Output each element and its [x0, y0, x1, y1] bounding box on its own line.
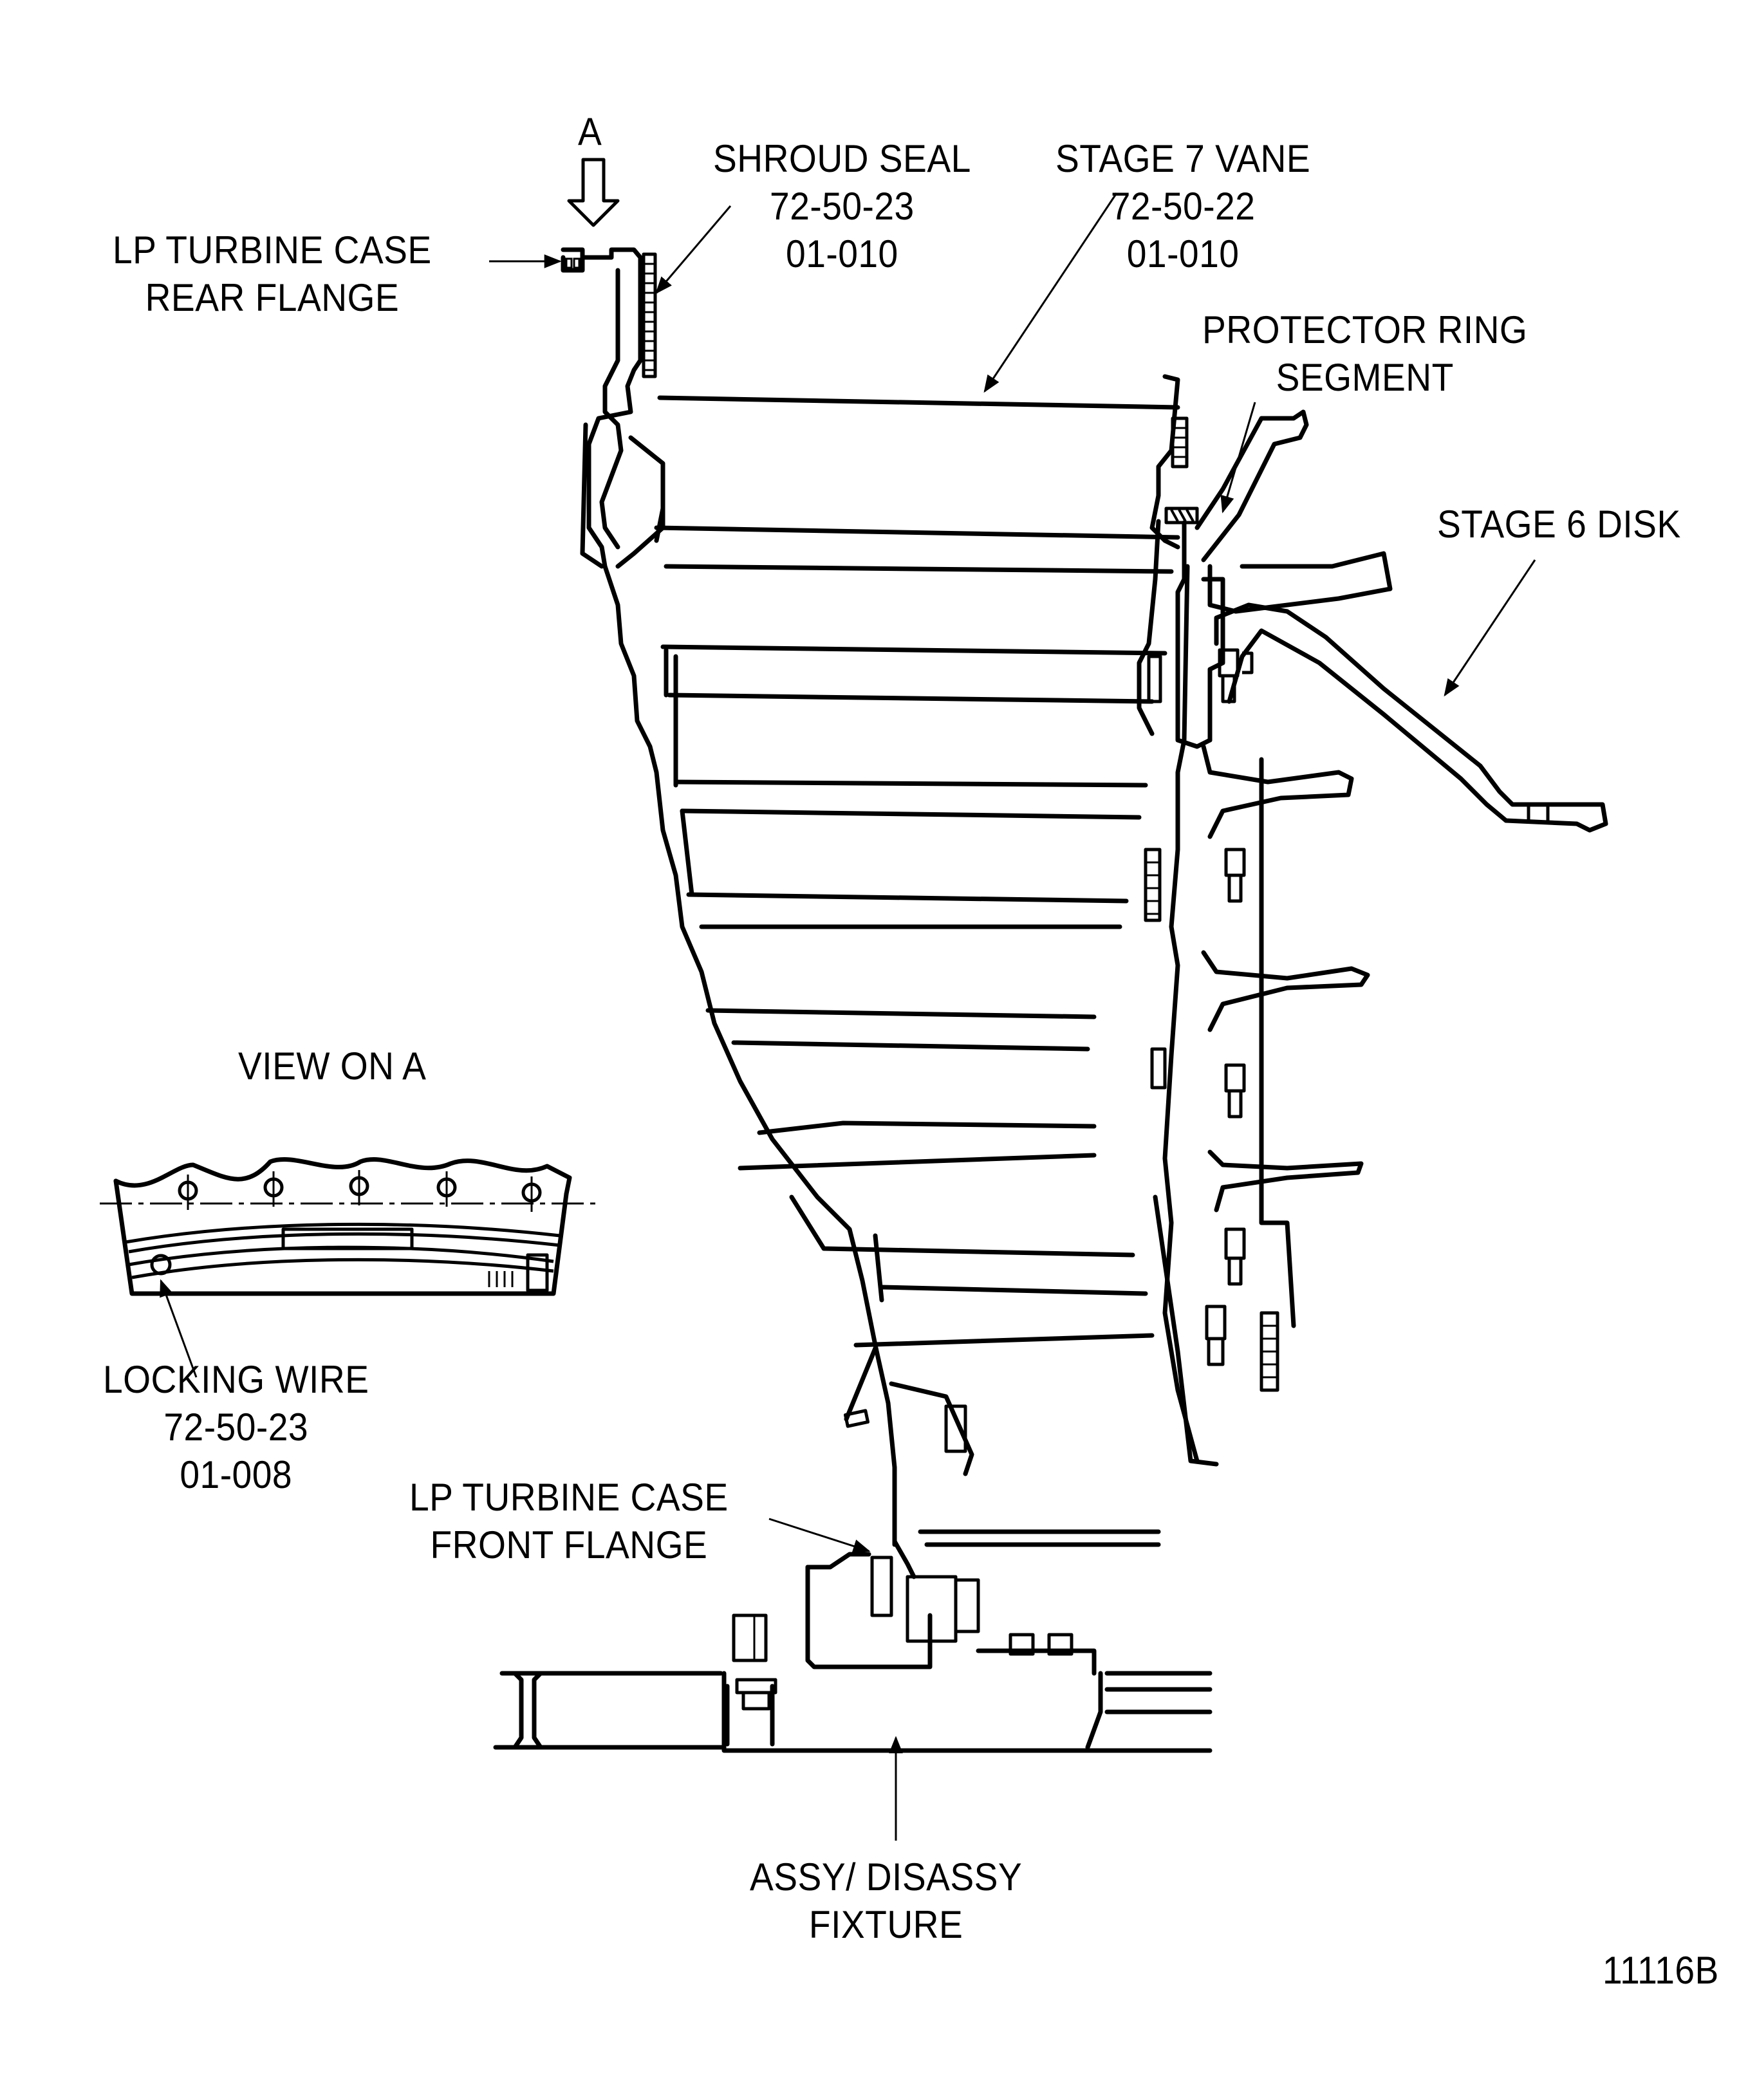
- protector-ring-label: PROTECTOR RING SEGMENT: [1202, 306, 1527, 402]
- view-on-a-detail: [100, 1157, 599, 1296]
- view-marker-a: A: [578, 110, 602, 153]
- bolt-hole-icons: [178, 1170, 542, 1212]
- bolt-2: [1224, 848, 1246, 903]
- bolt-4: [1224, 1227, 1246, 1286]
- stage7-vane-leader: [983, 192, 1118, 393]
- stage6-disk-leader: [1444, 559, 1536, 697]
- view-on-a-title: VIEW ON A: [238, 1045, 427, 1088]
- stage7-vane-label: STAGE 7 VANE 72-50-22 01-010: [1055, 135, 1310, 278]
- stage6-disk-label: STAGE 6 DISK: [1437, 503, 1681, 546]
- locking-wire-loop: [150, 1254, 172, 1276]
- protector-ring-line1: PROTECTOR RING: [1202, 308, 1528, 351]
- locking-wire-ref2: 01-008: [180, 1453, 293, 1496]
- shroud-seal-ref2: 01-010: [786, 232, 898, 275]
- rear-flange-label: LP TURBINE CASE REAR FLANGE: [113, 227, 432, 322]
- rear-flange-label-line2: REAR FLANGE: [145, 276, 400, 319]
- stage7-vane-ref1: 72-50-22: [1110, 185, 1256, 228]
- fixture-line2: FIXTURE: [808, 1903, 963, 1946]
- locking-wire-leader: [160, 1279, 198, 1378]
- locking-wire-label: LOCKING WIRE 72-50-23 01-008: [103, 1356, 369, 1499]
- shroud-seal-label: SHROUD SEAL 72-50-23 01-010: [713, 135, 971, 278]
- stage7-vane-name: STAGE 7 VANE: [1055, 137, 1311, 180]
- rear-flange-label-line1: LP TURBINE CASE: [113, 228, 432, 272]
- fixture-line1: ASSY/ DISASSY: [750, 1855, 1023, 1899]
- protector-ring-segment: [1164, 506, 1199, 525]
- shroud-seal-ref1: 72-50-23: [770, 185, 915, 228]
- flange-bolt: [870, 1556, 893, 1617]
- vane-airfoils: [654, 395, 1180, 1348]
- protector-ring-line2: SEGMENT: [1276, 356, 1454, 399]
- rotor-and-inner-platforms: [1137, 374, 1608, 1467]
- shroud-seal-name: SHROUD SEAL: [713, 137, 971, 180]
- stage7-vane-ref2: 01-010: [1126, 232, 1240, 275]
- front-flange-line2: FRONT FLANGE: [430, 1523, 708, 1566]
- locking-wire-ref1: 72-50-23: [163, 1406, 309, 1449]
- view-a-arrow-icon: [567, 158, 620, 227]
- front-flange-label: LP TURBINE CASE FRONT FLANGE: [409, 1474, 729, 1569]
- shroud-seal-honeycomb: [642, 252, 657, 378]
- shroud-seal-leader: [655, 205, 732, 295]
- locking-wire-name: LOCKING WIRE: [103, 1358, 369, 1401]
- bolt-5: [1205, 1305, 1227, 1366]
- fixture-label: ASSY/ DISASSY FIXTURE: [750, 1854, 1022, 1949]
- figure-id: 11116B: [1603, 1949, 1719, 1992]
- front-flange-and-fixture: [493, 1346, 1213, 1753]
- front-flange-leader: [768, 1518, 871, 1553]
- leader-lines: [160, 192, 1536, 1841]
- bolt-3: [1224, 1063, 1246, 1119]
- front-flange-line1: LP TURBINE CASE: [409, 1476, 729, 1519]
